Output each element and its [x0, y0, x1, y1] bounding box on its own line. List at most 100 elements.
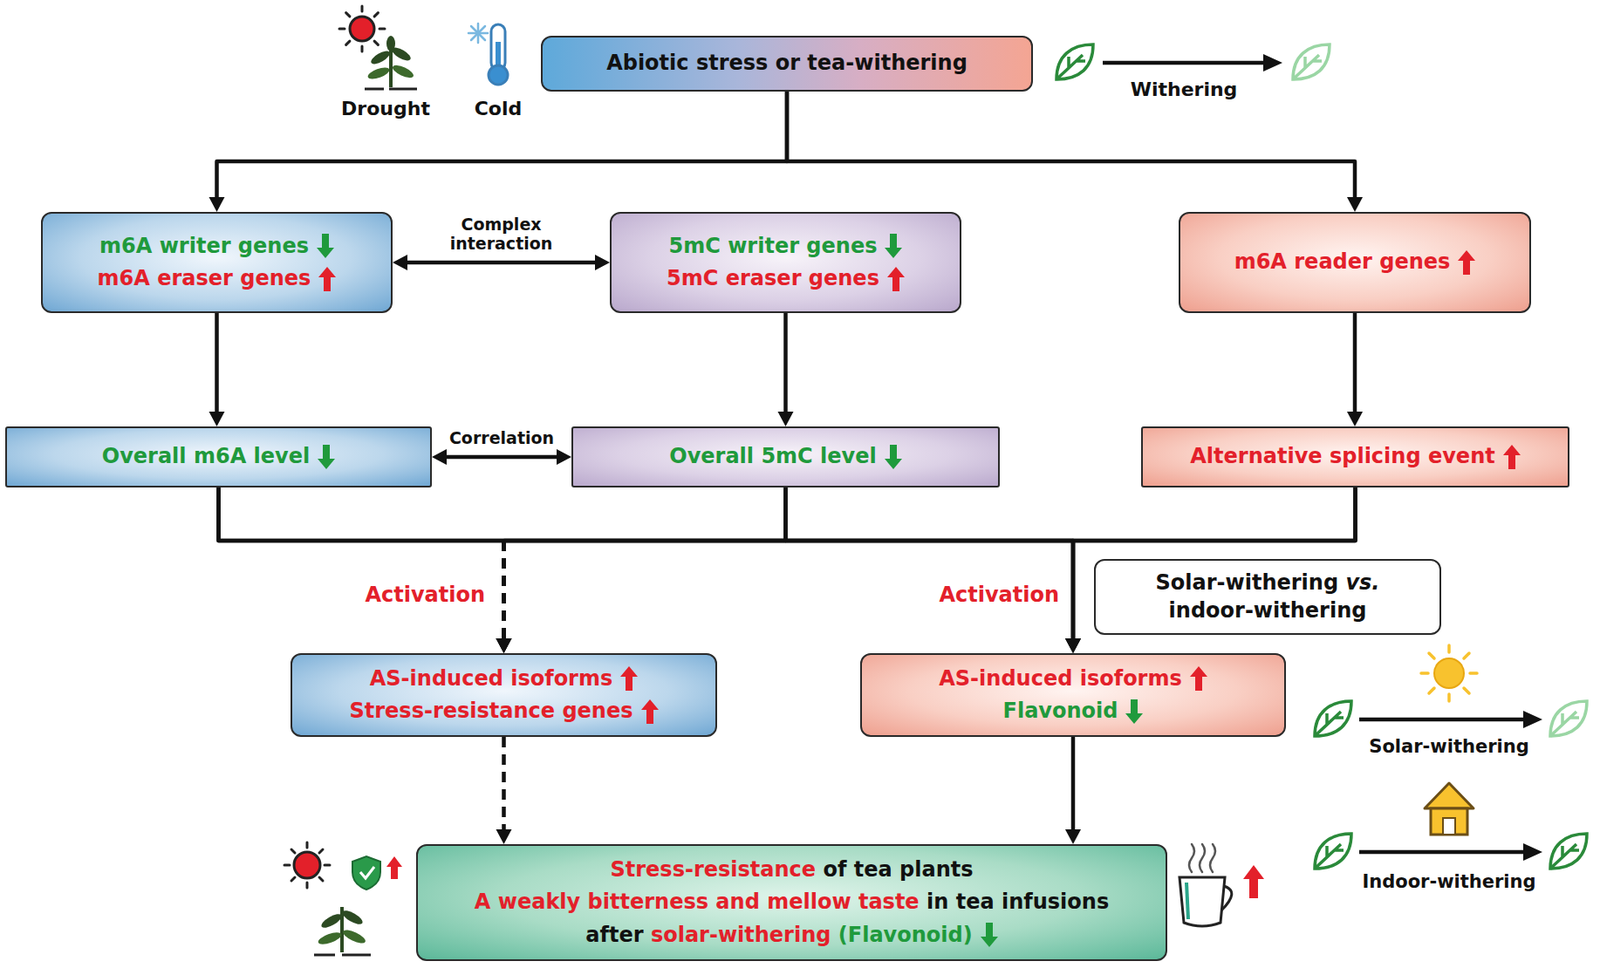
text-fragment: solar-withering — [650, 923, 832, 948]
withering-leaves-part — [1292, 44, 1330, 80]
drought-sun-part-part — [361, 46, 364, 52]
resistant-plant-icon-part — [360, 867, 375, 879]
text-row: Stress-resistance genes — [348, 697, 658, 725]
5mc-gene-box: 5mC writer genes 5mC eraser genes — [609, 211, 962, 314]
tea-cup-icon-part-part — [1189, 844, 1195, 873]
drought-plant-part — [366, 65, 391, 82]
arrowhead — [431, 449, 447, 465]
box-content: 5mC writer genes 5mC eraser genes — [666, 230, 905, 295]
resistant-plant-icon-part-part — [284, 864, 290, 868]
arrowhead — [1065, 638, 1081, 654]
resistant-plant-icon-part-part — [306, 882, 309, 889]
arrowhead — [1065, 829, 1081, 845]
box-text: 5mC eraser genes — [666, 265, 880, 293]
drought-sun-part-part — [379, 27, 385, 31]
m6a-gene-box: m6A writer genesm6A eraser genes — [41, 211, 393, 314]
text-row: AS-induced isoforms — [938, 665, 1208, 693]
connector-line — [501, 737, 506, 832]
connector — [431, 449, 572, 465]
connector-label: Complex interaction — [437, 215, 566, 254]
box-content: Alternative splicing event — [1189, 440, 1520, 473]
arrow-shape — [641, 699, 659, 725]
box-content: AS-induced isoformsFlavonoid — [938, 663, 1208, 728]
connector — [218, 487, 1082, 654]
indoor-withering-icon-part — [1523, 843, 1543, 862]
down-arrow-icon — [980, 923, 999, 948]
box-text: Overall 5mC level — [669, 443, 877, 471]
box-text: Solar-withering vs. indoor-withering — [1111, 569, 1424, 624]
text-row: Overall m6A level — [102, 443, 336, 471]
arrowhead — [1347, 411, 1363, 427]
text-fragment: tea — [956, 889, 995, 915]
solar-withering-icon-part — [1550, 701, 1587, 737]
result-box: Stress-resistance of tea plants A weakly … — [416, 844, 1168, 962]
text-fragment: bitterness — [588, 889, 709, 915]
resistant-plant-icon-part-part — [319, 849, 323, 854]
arrowhead — [496, 638, 513, 654]
text-fragment: and — [715, 889, 759, 915]
text-row: 5mC eraser genes — [666, 265, 905, 293]
arrowhead — [209, 197, 226, 212]
splicing-box: Alternative splicing event — [1141, 426, 1570, 488]
text-fragment: after — [585, 923, 643, 948]
solar-withering-icon-part-part — [1447, 645, 1451, 653]
up-arrow-icon — [620, 666, 638, 691]
box-text: m6A reader genes — [1234, 248, 1451, 276]
text-fragment: indoor-withering — [1169, 598, 1368, 623]
text-row: 5mC writer genes — [669, 232, 903, 260]
tea-cup-icon-part-part — [1199, 844, 1205, 873]
connector-line — [501, 540, 506, 641]
text-row: AS-induced isoforms — [369, 665, 639, 693]
arrow-shape — [1189, 666, 1208, 691]
cold-thermometer-part — [488, 65, 508, 85]
tea-cup-icon-part — [1179, 877, 1225, 927]
arrow-shape — [316, 233, 335, 259]
connector — [786, 487, 1082, 654]
indoor-withering-icon-part — [1424, 783, 1474, 809]
up-arrow-icon — [1503, 444, 1521, 470]
outcome-box: AS-induced isoformsFlavonoid — [860, 653, 1286, 738]
resistant-plant-icon-part-part — [319, 877, 323, 882]
connector-line — [217, 91, 788, 199]
indoor-withering-icon-part — [1359, 850, 1525, 855]
text-fragment: Stress-resistance — [610, 857, 817, 883]
box-text: AS-induced isoforms — [938, 665, 1183, 693]
connector-line — [501, 540, 506, 641]
resistant-plant-icon — [284, 842, 403, 956]
resistant-plant-icon-part — [319, 911, 344, 931]
activation-label: Activation — [364, 582, 486, 609]
text-row: Flavonoid — [1003, 697, 1144, 725]
connector-line — [504, 487, 1356, 541]
connector-line — [218, 487, 1074, 641]
drought-plant-part — [364, 88, 418, 91]
arrow-shape — [884, 444, 903, 470]
connector — [218, 487, 513, 654]
activation-label: Activation — [938, 582, 1060, 609]
connector — [778, 313, 794, 427]
text-fragment: mellow — [766, 889, 851, 915]
resistant-plant-icon-part-part — [291, 849, 295, 854]
cold-thermometer-part — [468, 23, 488, 43]
connector-line — [783, 313, 788, 414]
text-row: m6A writer genes — [99, 232, 335, 260]
text-fragment: tea — [854, 857, 893, 883]
box-text: Stress-resistance of tea plants — [610, 856, 974, 884]
tea-cup-icon-part-part — [1210, 844, 1216, 873]
text-fragment: (Flavonoid) — [838, 923, 973, 948]
box-text: Stress-resistance genes — [348, 697, 633, 725]
connector-line — [1353, 313, 1358, 414]
resistant-plant-icon-part — [284, 842, 330, 889]
drought-sun-part-part — [361, 6, 364, 12]
connector-line — [1071, 737, 1076, 832]
drought-sun-part-part — [374, 13, 378, 17]
box-text: A weakly bitterness and mellow taste in … — [474, 888, 1109, 917]
arrowhead — [1065, 638, 1081, 654]
resistant-plant-icon-part — [341, 928, 368, 947]
resistant-plant-icon-part-part — [291, 877, 295, 882]
drought-sun-part-part — [374, 41, 378, 45]
connector-line — [786, 91, 1355, 199]
box-content: AS-induced isoformsStress-resistance gen… — [348, 663, 658, 728]
box-content: Solar-withering vs. indoor-withering — [1111, 567, 1424, 627]
tea-cup-icon-part — [1189, 844, 1216, 873]
